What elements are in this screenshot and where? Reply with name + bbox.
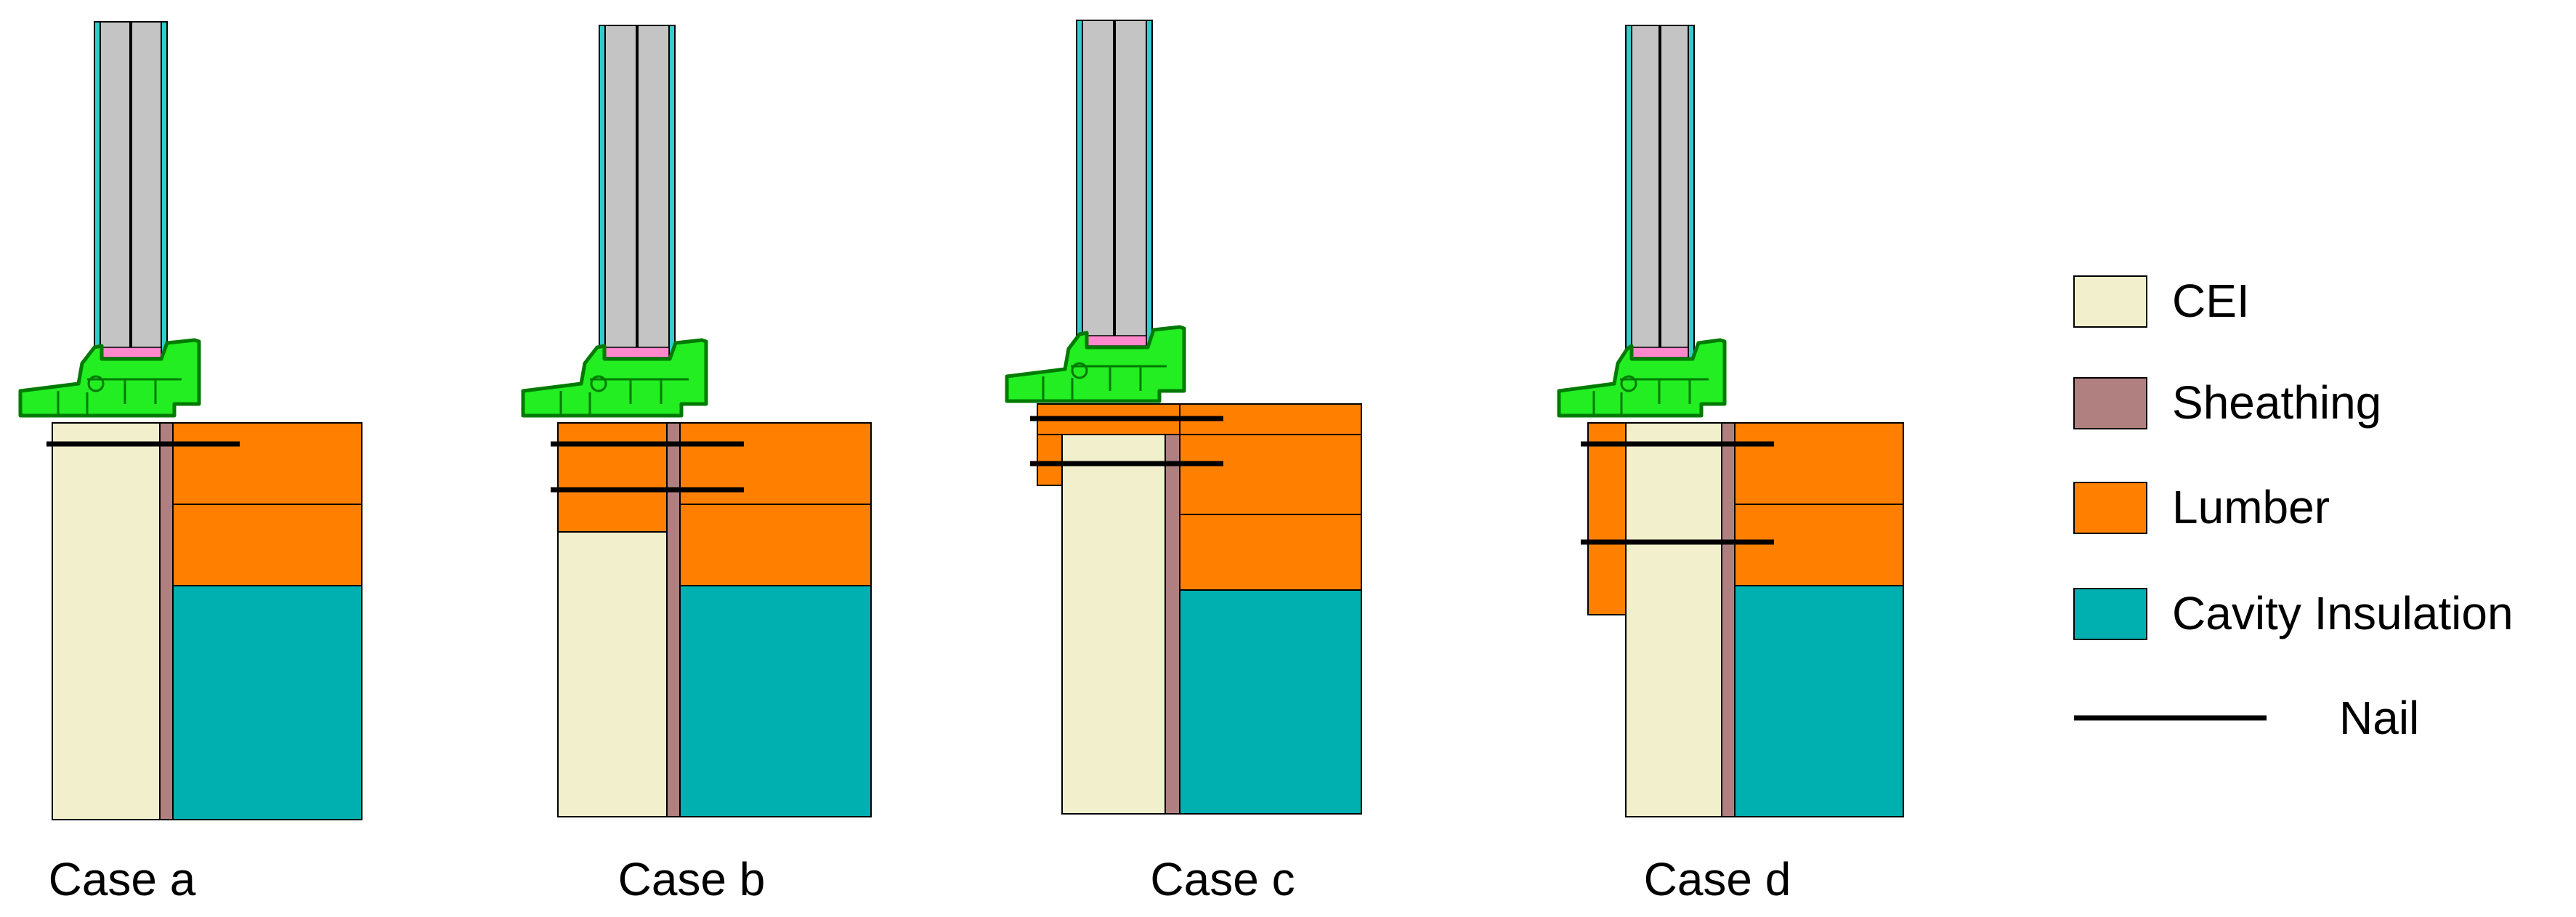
lumber-block (1179, 434, 1362, 515)
legend-label: Sheathing (2172, 376, 2381, 429)
lumber-block (172, 422, 362, 505)
cavity-insulation (1179, 589, 1362, 815)
lumber-block (1179, 514, 1362, 591)
cavity-insulation (172, 585, 362, 820)
case-a-detail (18, 21, 362, 820)
window-glazing (599, 25, 676, 364)
cei-layer (557, 531, 668, 817)
legend-label: Lumber (2172, 481, 2330, 533)
case-c-detail (1005, 20, 1362, 815)
sheathing-layer (666, 422, 681, 817)
window-glazing (1076, 20, 1153, 355)
window-glazing (1625, 25, 1695, 364)
legend-label: Nail (2339, 692, 2419, 744)
case-label: Case d (1644, 853, 1791, 905)
lumber-block (557, 422, 668, 533)
legend-swatch-sheathing (2073, 377, 2147, 429)
cavity-insulation (679, 585, 872, 817)
legend-label: Cavity Insulation (2172, 587, 2514, 639)
legend-swatch-lumber (2073, 482, 2147, 534)
case-d-detail (1557, 25, 1904, 817)
legend: CEI Sheathing Lumber Cavity Insulation N… (2073, 275, 2514, 744)
cavity-insulation (1734, 585, 1904, 817)
lumber-block (679, 504, 872, 586)
window-frame (1557, 338, 1727, 418)
window-glazing (94, 21, 168, 364)
lumber-block (1734, 422, 1904, 505)
lumber-block (172, 504, 362, 586)
cei-layer (1061, 434, 1166, 815)
case-label: Case b (618, 853, 766, 905)
sheathing-layer (1721, 422, 1735, 817)
cei-layer (1625, 422, 1722, 817)
case-label: Case a (49, 853, 196, 905)
case-label: Case c (1150, 853, 1295, 905)
legend-swatch-cavity-insulation (2073, 588, 2147, 640)
sheathing-layer (1165, 434, 1180, 815)
cei-layer (52, 422, 161, 820)
lumber-block (1587, 422, 1627, 615)
sheathing-layer (159, 422, 174, 820)
legend-label: CEI (2172, 275, 2250, 327)
case-b-detail (521, 25, 872, 817)
legend-swatch-cei (2073, 275, 2147, 328)
lumber-block (1734, 504, 1904, 586)
